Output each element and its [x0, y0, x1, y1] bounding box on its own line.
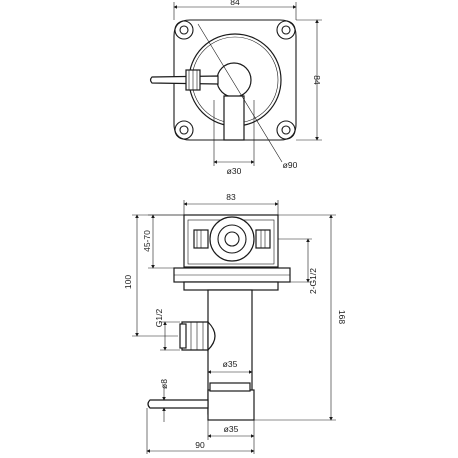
dim-body-100: 100 [123, 214, 184, 337]
width-label: 84 [230, 0, 240, 7]
corner-ears [174, 20, 296, 140]
lever-diameter-label: ø8 [159, 379, 169, 389]
small-diameter-label: ø30 [227, 166, 242, 176]
dim-bottom-35: ø35 [207, 420, 255, 440]
bottom-diameter-label: ø35 [224, 424, 239, 434]
large-diameter-label: ø90 [283, 160, 298, 170]
dim-lever-length-90: 90 [146, 408, 255, 454]
dim-depth-45-70: 45-70 [142, 214, 184, 269]
body-height-label: 100 [123, 275, 133, 289]
dim-top-width-83: 83 [183, 192, 279, 215]
dim-diameter-90: ø90 [197, 23, 298, 170]
dim-outlet-thread: G1/2 [154, 309, 180, 351]
depth-range-label: 45-70 [142, 230, 152, 252]
handle-base-circle [216, 62, 252, 98]
dim-diameter-30: ø30 [213, 100, 255, 176]
height-label: 84 [312, 75, 322, 85]
lever-length-label: 90 [195, 440, 205, 450]
outlet-thread-label: G1/2 [154, 309, 164, 328]
dim-shaft-35: ø35 [207, 359, 253, 374]
dim-width-84: 84 [173, 0, 297, 20]
top-width-label: 83 [226, 192, 236, 202]
lower-cylinder [207, 389, 255, 421]
lever-side [147, 399, 209, 409]
dim-connection: 2-G1/2 [278, 238, 318, 294]
dim-total-168: 168 [254, 214, 347, 421]
side-view: 83 45-70 100 2-G1/2 1 [123, 192, 347, 454]
connection-label: 2-G1/2 [308, 268, 318, 294]
total-height-label: 168 [337, 310, 347, 324]
top-view: 84 84 ø30 ø90 [149, 0, 322, 176]
spout-top [223, 95, 245, 141]
shaft-diameter-label: ø35 [223, 359, 238, 369]
lever-top [149, 75, 219, 85]
dim-lever-8: ø8 [150, 379, 169, 422]
dim-height-84: 84 [296, 19, 322, 141]
valve-outer-circle [209, 216, 255, 262]
